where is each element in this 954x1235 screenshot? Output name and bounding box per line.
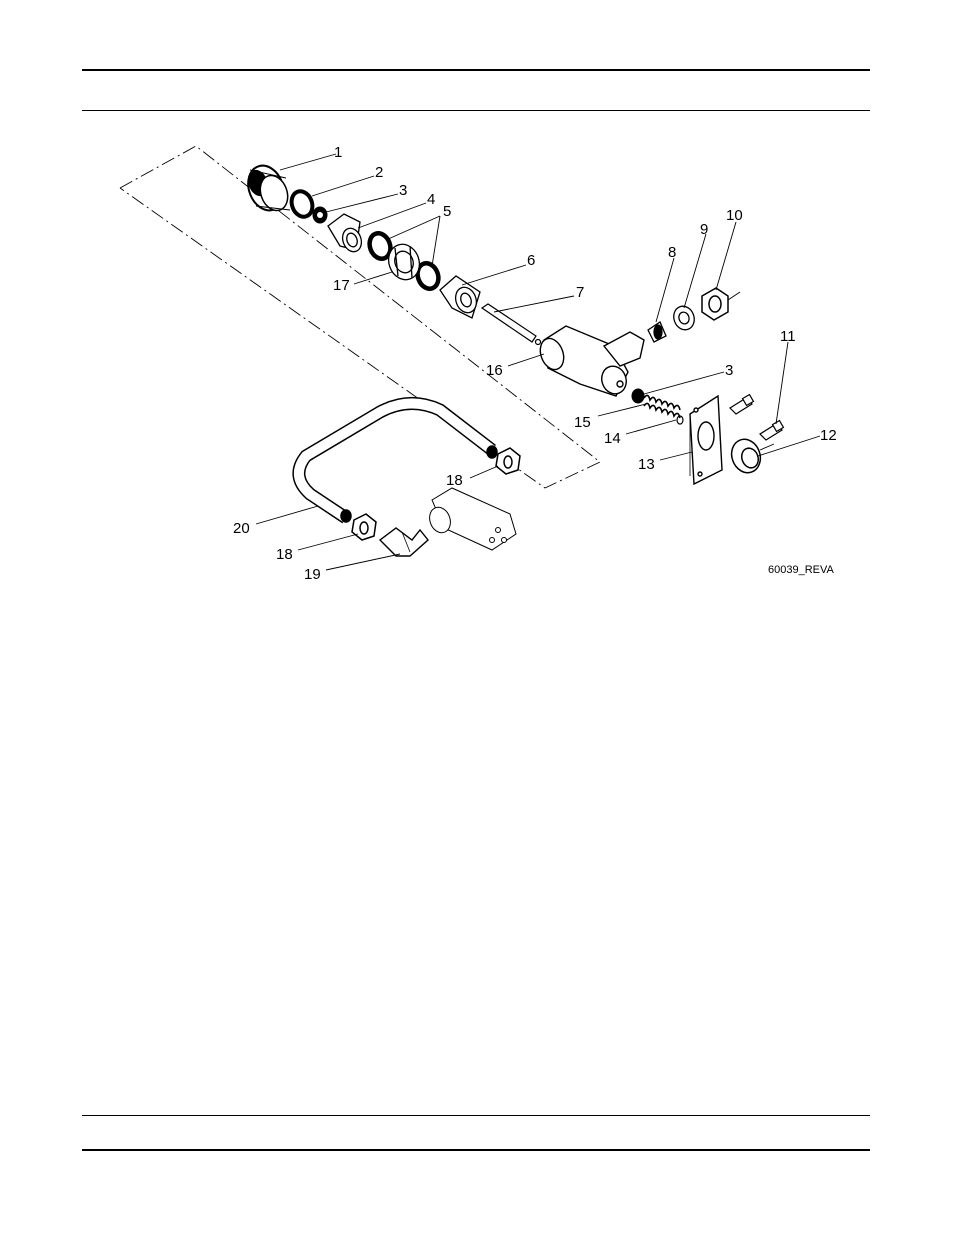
callout-17: 17	[333, 277, 350, 294]
callout-16: 16	[486, 362, 503, 379]
callout-14: 14	[604, 430, 621, 447]
part-11-screws	[730, 395, 783, 440]
part-16-valve-body	[536, 326, 644, 397]
callout-4: 4	[427, 191, 435, 208]
callout-18-upper: 18	[446, 472, 463, 489]
callout-3-lower: 3	[725, 362, 733, 379]
part-15-spring	[644, 395, 680, 418]
assembly-envelope-outline	[120, 146, 600, 488]
drawing-reference-code: 60039_REVA	[768, 564, 835, 576]
part-7-stem	[482, 304, 541, 345]
callout-11: 11	[780, 328, 796, 345]
callout-15: 15	[574, 414, 591, 431]
part-19-elbow	[380, 528, 428, 556]
callout-5: 5	[443, 203, 451, 220]
callout-2: 2	[375, 164, 383, 181]
callout-8: 8	[668, 244, 676, 261]
part-10-nut	[702, 288, 740, 320]
callout-9: 9	[700, 221, 708, 238]
part-13-bracket	[690, 396, 722, 484]
part-2-o-ring	[288, 188, 316, 219]
callout-7: 7	[576, 284, 584, 301]
manifold-block-reference	[426, 488, 516, 550]
callout-1: 1	[334, 144, 342, 161]
callout-13: 13	[638, 456, 655, 473]
part-8-poppet	[648, 322, 666, 342]
part-18-nut-upper	[496, 448, 520, 474]
callout-6: 6	[527, 252, 535, 269]
part-18-nut-lower	[352, 514, 376, 540]
callout-3-upper: 3	[399, 182, 407, 199]
callout-20: 20	[233, 520, 250, 537]
callout-19: 19	[304, 566, 321, 583]
part-3-washer-lower	[632, 389, 644, 403]
part-6-sleeve	[440, 276, 480, 318]
part-12-bulkhead-nut	[727, 435, 774, 477]
part-4-valve-insert	[328, 214, 365, 254]
callout-10: 10	[726, 207, 743, 224]
callout-12: 12	[820, 427, 837, 444]
callout-18-lower: 18	[276, 546, 293, 563]
